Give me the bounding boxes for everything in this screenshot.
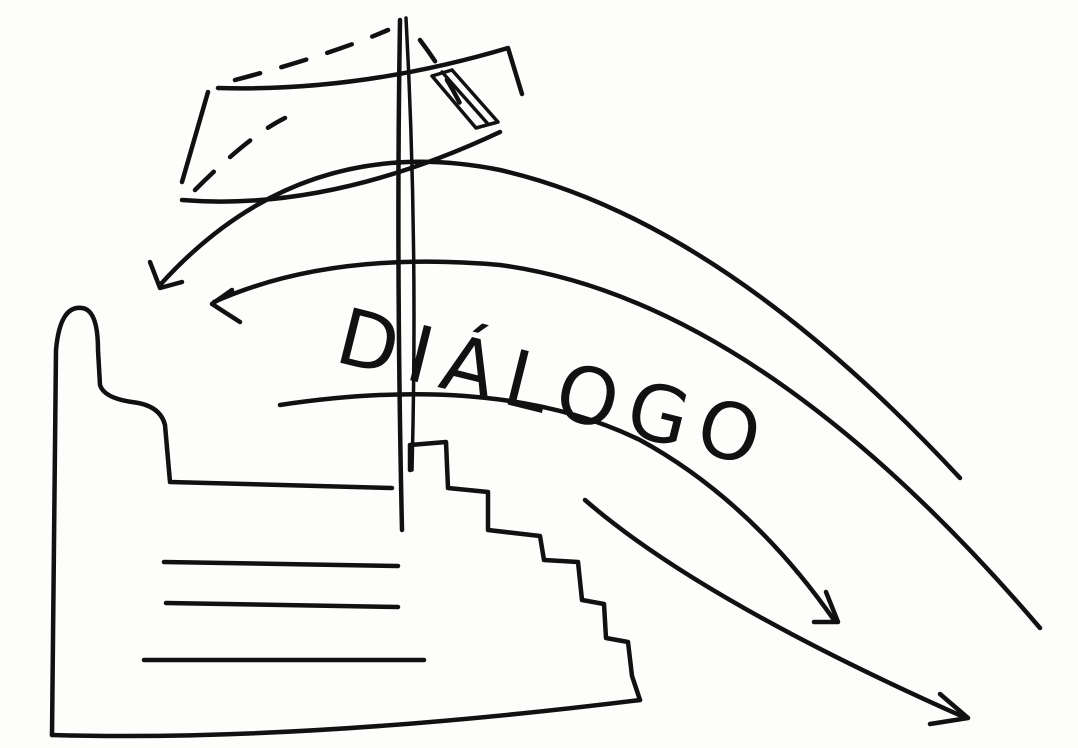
banner-dashes-top — [235, 30, 388, 80]
central-mast-right — [406, 18, 414, 470]
banner-top — [218, 48, 522, 94]
right-staircase — [410, 442, 640, 700]
banner-left-side — [182, 92, 208, 182]
banner-hatch — [432, 70, 498, 128]
left-building-base — [52, 700, 640, 736]
banner-bottom — [182, 132, 500, 202]
central-mast — [398, 20, 402, 530]
building-line-1 — [164, 562, 398, 566]
arrow-bottom-right — [585, 500, 966, 718]
building-line-2 — [166, 603, 398, 607]
banner-dashes-left — [195, 118, 285, 190]
